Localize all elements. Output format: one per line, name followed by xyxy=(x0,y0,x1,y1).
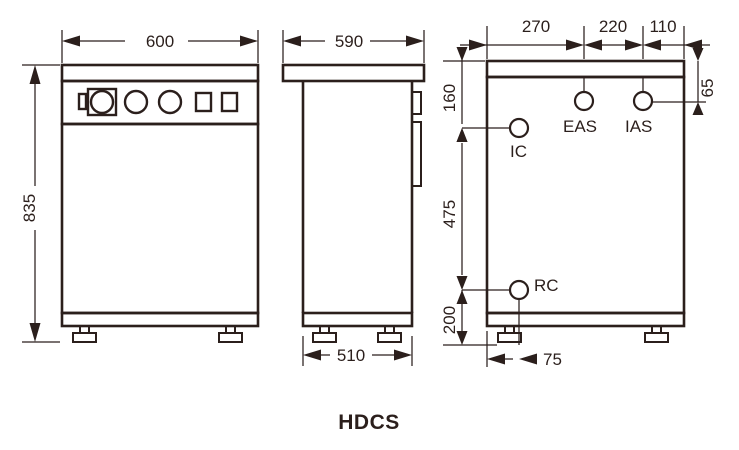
rear-view-worktop xyxy=(485,59,686,79)
rear-view: IC EAS IAS RC 270 220 xyxy=(440,17,717,369)
rear-view-plinth xyxy=(485,311,686,328)
rear-view-body xyxy=(485,75,686,315)
port-label-eas: EAS xyxy=(563,117,597,136)
dimension-label-600: 600 xyxy=(146,32,174,51)
front-view: 600 835 xyxy=(20,30,260,343)
front-view-foot-right xyxy=(218,325,243,343)
port-rc xyxy=(508,279,530,301)
indicator-slot-icon xyxy=(77,92,88,111)
side-view-foot-left xyxy=(312,325,337,343)
dimension-label-200: 200 xyxy=(440,306,459,334)
dimension-front-height: 835 xyxy=(20,64,60,343)
front-view-body xyxy=(60,122,260,315)
port-label-ias: IAS xyxy=(625,117,652,136)
rear-view-foot-left xyxy=(497,325,522,343)
dimension-rear-75: 75 xyxy=(486,331,562,369)
dimension-label-475: 475 xyxy=(440,200,459,228)
port-ias xyxy=(632,90,654,112)
side-view-foot-right xyxy=(377,325,402,343)
dimension-side-base-width: 510 xyxy=(302,336,413,366)
rear-view-foot-right xyxy=(644,325,669,343)
side-view: 590 510 xyxy=(281,30,426,366)
dimension-side-width: 590 xyxy=(282,30,425,63)
port-label-rc: RC xyxy=(534,276,559,295)
side-view-worktop xyxy=(281,63,426,83)
side-view-door-latch xyxy=(411,91,422,187)
front-view-plinth xyxy=(60,311,260,328)
front-view-foot-left xyxy=(72,325,97,343)
dimension-label-110: 110 xyxy=(649,17,676,36)
dimension-rear-left-chain: 160 475 200 xyxy=(440,47,497,346)
dimension-label-65: 65 xyxy=(698,79,717,98)
port-eas xyxy=(573,90,595,112)
dimension-label-160: 160 xyxy=(440,84,459,112)
dimension-label-270: 270 xyxy=(522,17,550,36)
front-view-worktop xyxy=(60,63,260,83)
dimension-rear-65: 65 xyxy=(692,48,717,115)
dimension-rear-top-chain: 270 220 110 xyxy=(460,17,710,59)
port-ic xyxy=(508,117,530,139)
dimension-label-590: 590 xyxy=(335,32,363,51)
dial-knob-icon xyxy=(89,89,115,115)
port-label-ic: IC xyxy=(510,142,527,161)
knob-2-icon xyxy=(157,89,183,115)
dimension-label-75: 75 xyxy=(543,350,562,369)
knob-1-icon xyxy=(123,89,149,115)
model-title: HDCS xyxy=(338,411,400,434)
side-view-plinth xyxy=(301,311,414,328)
dimension-front-width: 600 xyxy=(61,30,259,63)
dimension-label-510: 510 xyxy=(337,346,365,365)
dimension-label-220: 220 xyxy=(599,17,627,36)
dimension-label-835: 835 xyxy=(20,194,39,222)
button-1-icon xyxy=(194,91,213,113)
button-2-icon xyxy=(220,91,239,113)
